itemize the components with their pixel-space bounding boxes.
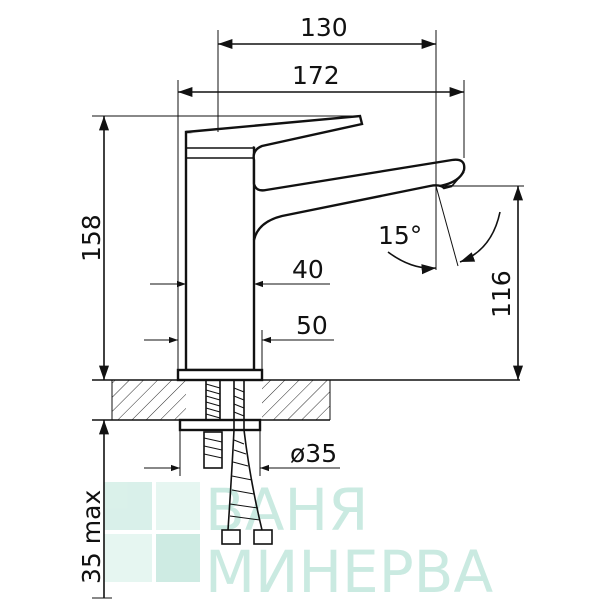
- angle-indicator: [387, 185, 501, 275]
- dim-label-116: 116: [487, 270, 516, 318]
- dim-label-50: 50: [296, 311, 328, 340]
- dim-label-158: 158: [77, 214, 106, 262]
- dim-label-172: 172: [292, 61, 340, 90]
- dim-label-diameter: ø35: [290, 439, 337, 468]
- dim-label-35max: 35 max: [77, 490, 106, 584]
- dim-label-130: 130: [300, 13, 348, 42]
- angle-label: 15°: [378, 221, 422, 250]
- watermark-logo: [104, 482, 200, 582]
- dim-label-40: 40: [292, 255, 324, 284]
- mounting-rod: [203, 379, 223, 469]
- faucet-body: [176, 114, 466, 432]
- countertop-section: [92, 379, 520, 421]
- supply-hoses: [221, 380, 273, 545]
- watermark-line-2: МИНЕРВА: [205, 538, 493, 600]
- watermark-line-1: ВАНЯ: [205, 476, 368, 544]
